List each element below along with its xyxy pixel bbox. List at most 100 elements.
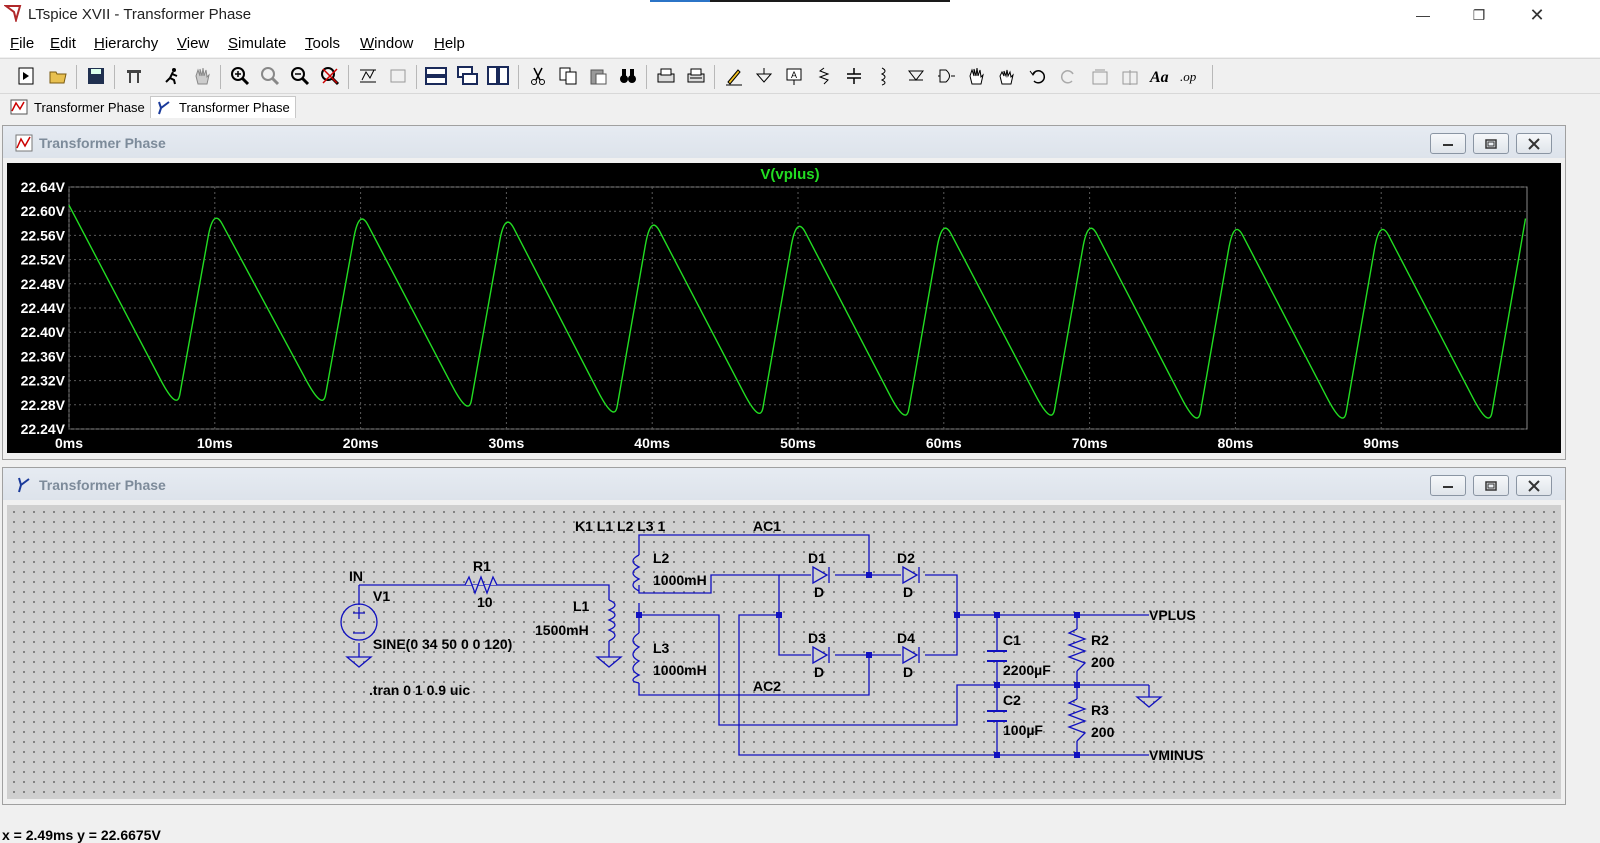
l1-value[interactable]: 1500mH [535, 622, 589, 638]
copy-icon[interactable] [556, 64, 580, 88]
d1-name[interactable]: D1 [808, 550, 826, 566]
trace-label[interactable]: V(vplus) [760, 166, 819, 183]
d2-symbol[interactable] [902, 565, 920, 585]
c1-symbol[interactable] [987, 650, 1007, 662]
tab-waveform[interactable]: Transformer Phase [6, 96, 148, 118]
waveform-maximize-button[interactable] [1473, 133, 1509, 154]
l2-name[interactable]: L2 [653, 550, 670, 566]
cut-icon[interactable] [526, 64, 550, 88]
cascade-windows-icon[interactable] [456, 64, 480, 88]
new-schematic-icon[interactable] [14, 64, 38, 88]
control-panel-icon[interactable] [122, 64, 146, 88]
l3-name[interactable]: L3 [653, 640, 670, 656]
l1-symbol[interactable] [607, 599, 616, 642]
print-preview-icon[interactable] [684, 64, 708, 88]
net-label-icon[interactable]: A [782, 64, 806, 88]
capacitor-icon[interactable] [842, 64, 866, 88]
spice-directive-icon[interactable]: .op [1178, 64, 1202, 88]
schematic-close-button[interactable] [1516, 475, 1552, 496]
add-plot-pane-icon[interactable] [386, 64, 410, 88]
r3-name[interactable]: R3 [1091, 702, 1109, 718]
schematic-maximize-button[interactable] [1473, 475, 1509, 496]
close-button[interactable]: ✕ [1529, 4, 1545, 25]
in-net-label[interactable]: IN [349, 568, 363, 584]
schematic-window-titlebar[interactable]: Transformer Phase [3, 468, 1565, 500]
menu-edit[interactable]: Edit [50, 35, 76, 52]
autorange-icon[interactable] [356, 64, 380, 88]
k1-directive[interactable]: K1 L1 L2 L3 1 [575, 518, 665, 534]
open-folder-icon[interactable] [46, 64, 70, 88]
waveform-window-titlebar[interactable]: Transformer Phase [3, 126, 1565, 158]
trace-line[interactable] [68, 204, 1527, 419]
tab-schematic[interactable]: Transformer Phase [150, 96, 296, 118]
c2-value[interactable]: 100µF [1003, 722, 1043, 738]
draw-wire-pencil-icon[interactable] [722, 64, 746, 88]
d4-name[interactable]: D4 [897, 630, 915, 646]
waveform-close-button[interactable] [1516, 133, 1552, 154]
menu-hierarchy[interactable]: Hierarchy [94, 35, 159, 52]
halt-hand-icon[interactable] [190, 64, 214, 88]
d4-model[interactable]: D [903, 664, 913, 680]
paste-icon[interactable] [586, 64, 610, 88]
tran-directive[interactable]: .tran 0 1 0.9 uic [369, 682, 470, 698]
diode-icon[interactable] [904, 64, 928, 88]
r3-symbol[interactable] [1067, 698, 1087, 742]
d2-model[interactable]: D [903, 584, 913, 600]
resistor-icon[interactable] [812, 64, 836, 88]
menu-simulate[interactable]: Simulate [228, 35, 287, 52]
d3-model[interactable]: D [814, 664, 824, 680]
tile-vertical-icon[interactable] [486, 64, 510, 88]
r2-name[interactable]: R2 [1091, 632, 1109, 648]
c1-name[interactable]: C1 [1003, 632, 1021, 648]
save-icon[interactable] [84, 64, 108, 88]
drag-hand-icon[interactable] [994, 64, 1018, 88]
d3-symbol[interactable] [812, 645, 830, 665]
v1-name[interactable]: V1 [373, 588, 390, 604]
schematic-drawing[interactable]: K1 L1 L2 L3 1 AC1 AC2 IN V1 SINE(0 34 50… [7, 505, 1561, 799]
zoom-fit-icon[interactable] [318, 64, 342, 88]
vminus-net-label[interactable]: VMINUS [1149, 747, 1203, 763]
pan-icon[interactable] [258, 64, 282, 88]
d3-name[interactable]: D3 [808, 630, 826, 646]
r1-value[interactable]: 10 [477, 594, 493, 610]
restore-button[interactable]: ❐ [1472, 6, 1486, 23]
waveform-chart[interactable]: 22.64V22.60V22.56V22.52V22.48V22.44V22.4… [7, 163, 1561, 453]
menu-view[interactable]: View [177, 35, 210, 52]
rotate-icon[interactable] [1088, 64, 1112, 88]
inductor-icon[interactable] [872, 64, 896, 88]
c2-name[interactable]: C2 [1003, 692, 1021, 708]
l3-value[interactable]: 1000mH [653, 662, 707, 678]
waveform-minimize-button[interactable] [1430, 133, 1466, 154]
schematic-minimize-button[interactable] [1430, 475, 1466, 496]
l2-symbol[interactable] [632, 554, 641, 592]
d4-symbol[interactable] [902, 645, 920, 665]
l3-symbol[interactable] [632, 632, 641, 684]
find-binoculars-icon[interactable] [616, 64, 640, 88]
l1-name[interactable]: L1 [573, 598, 590, 614]
text-icon[interactable]: Aa [1148, 64, 1172, 88]
run-icon[interactable] [160, 64, 184, 88]
ac2-net-label[interactable]: AC2 [753, 678, 781, 694]
r2-symbol[interactable] [1067, 628, 1087, 672]
d2-name[interactable]: D2 [897, 550, 915, 566]
d1-symbol[interactable] [812, 565, 830, 585]
c1-value[interactable]: 2200µF [1003, 662, 1051, 678]
r2-value[interactable]: 200 [1091, 654, 1115, 670]
v1-source-symbol[interactable] [340, 603, 1163, 708]
print-icon[interactable] [654, 64, 678, 88]
zoom-out-icon[interactable] [288, 64, 312, 88]
component-icon[interactable] [934, 64, 958, 88]
r1-name[interactable]: R1 [473, 558, 491, 574]
l2-value[interactable]: 1000mH [653, 572, 707, 588]
menu-help[interactable]: Help [434, 35, 465, 52]
menu-tools[interactable]: Tools [305, 35, 341, 52]
redo-icon[interactable] [1056, 64, 1080, 88]
vplus-net-label[interactable]: VPLUS [1149, 607, 1196, 623]
schematic-canvas[interactable]: K1 L1 L2 L3 1 AC1 AC2 IN V1 SINE(0 34 50… [7, 505, 1561, 799]
minimize-button[interactable]: — [1416, 7, 1430, 23]
c2-symbol[interactable] [987, 710, 1007, 722]
move-hand-icon[interactable] [964, 64, 988, 88]
ac1-net-label[interactable]: AC1 [753, 518, 781, 534]
ground-icon[interactable] [752, 64, 776, 88]
